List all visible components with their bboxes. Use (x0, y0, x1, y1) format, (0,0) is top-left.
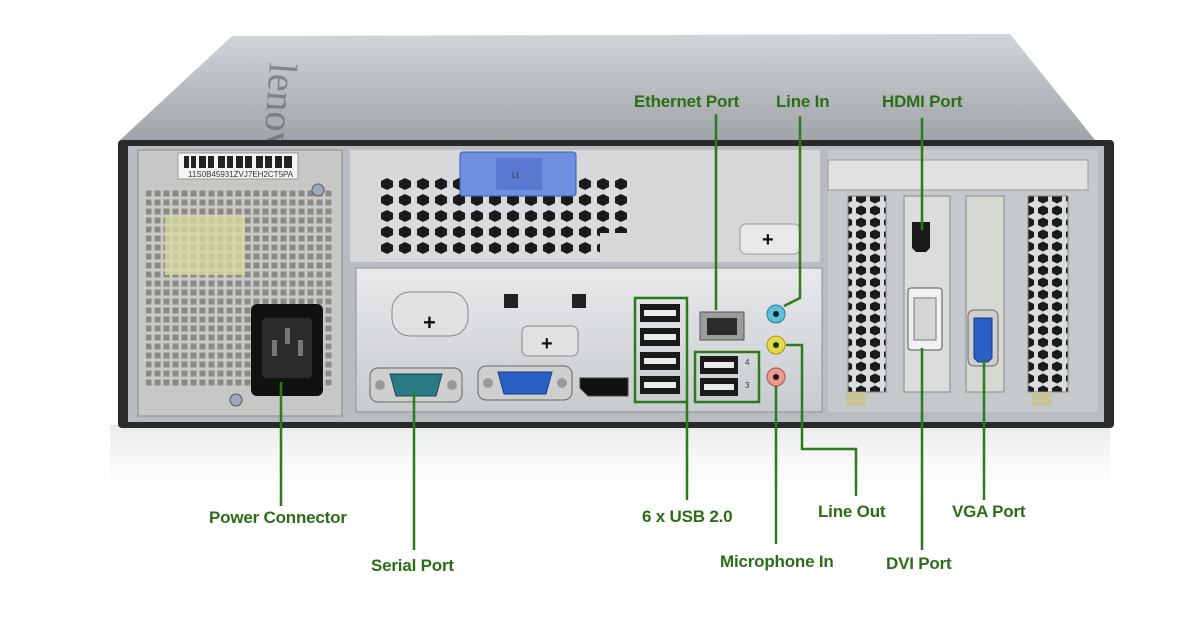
usb-highlight-box-left (633, 296, 689, 404)
label-line-in: Line In (776, 92, 830, 111)
vent-cutout (600, 178, 630, 233)
slot-clip-right (1032, 392, 1052, 406)
vga-card-port-shell (973, 317, 993, 363)
release-latch-grip (496, 158, 542, 190)
label-serial-port: Serial Port (371, 556, 454, 575)
case-reflection (110, 425, 1110, 505)
io-square-cutout-1 (504, 294, 518, 308)
leader-lines (279, 114, 986, 550)
usb-stack-right (700, 356, 738, 396)
usb-port-number-4: 4 (745, 358, 750, 367)
plus-sign-right: + (762, 229, 774, 251)
slot-bracket-4 (1027, 195, 1069, 393)
usb-port-number-3: 3 (745, 381, 750, 390)
power-pin-left (272, 340, 277, 356)
onboard-vga-port-shell (497, 371, 553, 395)
label-dvi-port: DVI Port (886, 554, 952, 573)
psu-screw-bottom (229, 393, 243, 407)
slot-bracket-1 (847, 195, 887, 393)
microphone-jack-hole (773, 374, 779, 380)
serial-port-shell (389, 373, 443, 397)
latch-marking: LI (512, 171, 519, 180)
label-hdmi-port: HDMI Port (882, 92, 963, 111)
label-usb: 6 x USB 2.0 (642, 507, 733, 526)
leader-line-out (786, 343, 858, 496)
label-power-connector: Power Connector (209, 508, 347, 527)
line-out-jack-hole (773, 342, 779, 348)
slot-clip-left (846, 392, 866, 406)
serial-port-screw-left (375, 380, 385, 390)
dvi-port-pins (913, 297, 937, 341)
plus-sign-center: + (541, 333, 553, 355)
onboard-vga-screw-left (483, 378, 493, 388)
power-connector-socket (262, 318, 312, 378)
power-pin-center (285, 328, 290, 344)
usb-highlight-box-right (693, 350, 761, 404)
label-ethernet-port: Ethernet Port (634, 92, 740, 111)
plus-sign-left: + (423, 310, 436, 335)
power-pin-right (298, 340, 303, 356)
ethernet-port-opening (707, 318, 737, 335)
label-vga-port: VGA Port (952, 502, 1026, 521)
serial-port-screw-right (447, 380, 457, 390)
io-shield-knockout-left (391, 291, 469, 337)
displayport (579, 377, 629, 397)
leader-line-in (783, 116, 802, 308)
slot-top-rail (827, 159, 1089, 191)
serial-number-text: 11S0B45931ZVJ7EH2CT5PA (188, 170, 294, 179)
case-top-lid (118, 34, 1095, 142)
label-microphone-in: Microphone In (720, 552, 834, 571)
barcode (184, 156, 292, 168)
psu-label-yellow (165, 215, 245, 275)
io-square-cutout-2 (572, 294, 586, 308)
onboard-vga-screw-right (557, 378, 567, 388)
label-line-out: Line Out (818, 502, 886, 521)
line-in-jack-hole (773, 311, 779, 317)
io-shield-knockout-center (521, 325, 579, 357)
usb-stack-left (640, 304, 680, 394)
hdmi-port (912, 222, 930, 252)
psu-screw-top (311, 183, 325, 197)
